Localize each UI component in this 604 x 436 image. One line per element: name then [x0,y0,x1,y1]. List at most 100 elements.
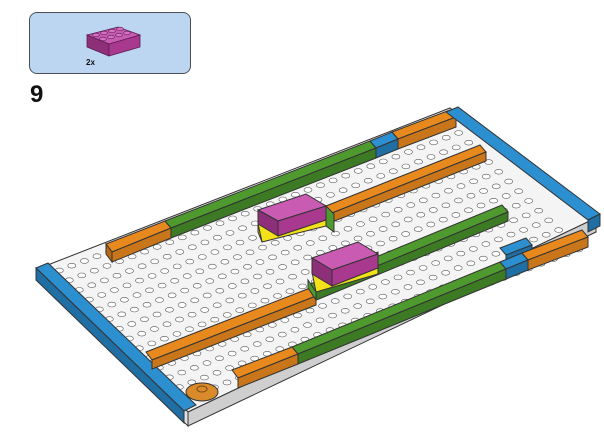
baseplate-stud [258,244,267,251]
baseplate-stud [142,302,152,308]
baseplate-stud [479,188,488,194]
baseplate-stud [77,272,87,279]
baseplate-stud [92,253,102,259]
baseplate-stud [491,251,501,257]
baseplate-stud [451,212,461,218]
baseplate-stud [444,188,453,194]
baseplate-stud [519,227,528,233]
baseplate-stud [441,270,451,276]
baseplate-stud [481,241,491,247]
baseplate-stud [484,159,494,165]
baseplate-stud [238,293,247,299]
baseplate-stud [416,279,425,285]
baseplate-stud [240,346,249,352]
baseplate-stud [428,274,438,281]
baseplate-stud [202,292,212,299]
baseplate-stud [167,292,177,298]
baseplate-stud [363,178,373,184]
baseplate-stud [175,316,184,323]
baseplate-stud [469,178,478,185]
baseplate-stud [418,265,428,271]
baseplate-stud [253,273,262,280]
baseplate-stud [213,235,222,241]
baseplate-stud [252,341,262,347]
baseplate-stud [443,255,453,262]
baseplate-stud [376,240,385,247]
baseplate-stud [541,232,551,238]
baseplate-stud [464,140,474,146]
baseplate-stud [521,212,531,219]
baseplate-stud [376,173,386,179]
baseplate-stud [152,244,162,250]
part-quantity: 2x [86,58,95,67]
baseplate-stud [222,379,232,386]
baseplate-stud [250,288,260,294]
baseplate-stud [468,246,478,252]
baseplate-stud [190,297,199,303]
baseplate-stud [182,273,192,279]
baseplate-stud [110,287,119,293]
baseplate-stud [268,254,277,260]
baseplate-stud [107,301,117,308]
baseplate-stud [190,230,200,236]
baseplate-stud [117,311,127,317]
baseplate-stud [403,216,413,223]
baseplate-stud [529,236,538,243]
baseplate-stud [157,282,167,289]
baseplate-stud [172,331,182,337]
baseplate-stud [135,277,144,284]
baseplate-stud [501,193,511,199]
baseplate-stud [381,211,391,218]
baseplate-stud [431,192,441,199]
baseplate-stud [212,302,222,308]
baseplate-stud [414,159,423,165]
baseplate-stud [180,287,189,294]
baseplate-stud [278,264,287,270]
baseplate-stud [393,274,403,281]
baseplate-stud [187,312,197,318]
baseplate-stud [481,173,491,180]
baseplate-stud [233,254,242,260]
baseplate-stud [178,234,187,241]
step-number: 9 [30,81,44,108]
baseplate-stud [260,298,270,304]
baseplate-stud [185,258,195,265]
baseplate-stud [120,297,129,303]
baseplate-stud [225,230,235,236]
baseplate-stud [514,188,524,194]
baseplate-stud [494,169,504,175]
baseplate-stud [200,374,209,381]
baseplate-stud [544,217,554,224]
baseplate-stud [391,221,401,228]
baseplate-stud [150,258,159,265]
baseplate-stud [127,321,137,327]
baseplate-stud [491,183,501,190]
baseplate-stud [416,144,426,150]
baseplate-stud [338,187,348,193]
baseplate-stud [426,154,436,160]
baseplate-stud [303,187,313,193]
baseplate-stud [506,231,516,238]
baseplate-stud [225,297,235,304]
baseplate-stud [212,370,222,376]
baseplate-stud [215,220,225,226]
baseplate-stud [356,221,365,227]
baseplate-stud [220,259,230,265]
parts-callout: 2x [29,12,191,74]
baseplate-stud [305,240,315,246]
baseplate-stud [152,311,162,318]
baseplate-stud [378,158,388,165]
baseplate-stud [438,217,448,223]
baseplate-stud [328,312,337,319]
baseplate-stud [378,293,388,300]
baseplate-stud [456,183,466,189]
baseplate-stud [190,365,199,371]
baseplate-stud [245,249,255,256]
baseplate-stud [418,197,428,204]
baseplate-stud [416,212,426,218]
baseplate-stud [265,336,275,342]
baseplate-stud [137,331,147,337]
baseplate-stud [277,331,287,338]
baseplate-stud [160,268,169,274]
baseplate-stud [343,293,353,300]
